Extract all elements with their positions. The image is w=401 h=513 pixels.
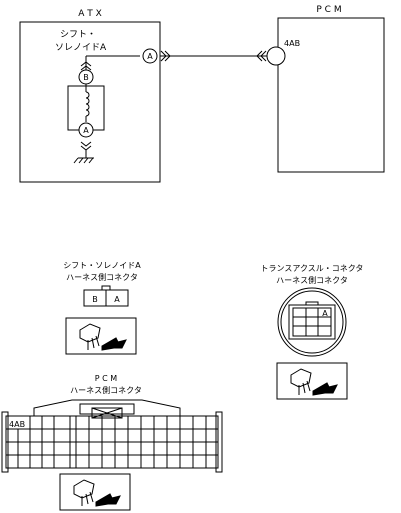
svg-text:A: A bbox=[83, 126, 89, 135]
svg-text:B: B bbox=[83, 73, 89, 82]
solenoid-symbol bbox=[67, 61, 105, 164]
pcm-connector-title-2: ハーネス側コネクタ bbox=[70, 385, 142, 395]
transaxle-connector-icon bbox=[276, 362, 348, 400]
solenoid-pin-a: A bbox=[114, 295, 120, 304]
solenoid-connector-title-2: ハーネス側コネクタ bbox=[66, 272, 138, 282]
solenoid-pin-b: B bbox=[92, 295, 98, 304]
transaxle-connector-title-2: ハーネス側コネクタ bbox=[276, 275, 348, 285]
solenoid-name-line1: シフト・ bbox=[60, 30, 96, 40]
pcm-terminal-circle bbox=[266, 46, 286, 66]
atx-label: A T X bbox=[78, 9, 102, 19]
transaxle-connector-title-1: トランスアクスル・コネクタ bbox=[261, 264, 364, 273]
solenoid-terminal-a: A bbox=[78, 122, 94, 138]
solenoid-connector-title-1: シフト・ソレノイドA bbox=[63, 261, 141, 270]
atx-connector-a-terminal: A bbox=[142, 48, 158, 64]
transaxle-connector-section: トランスアクスル・コネクタ ハーネス側コネクタ A bbox=[261, 264, 364, 400]
harness-wire bbox=[85, 50, 267, 70]
solenoid-connector-icon bbox=[65, 317, 137, 355]
atx-block: A T X シフト・ ソレノイドA bbox=[19, 9, 161, 183]
pcm-pin-4ab: 4AB bbox=[9, 420, 25, 429]
pcm-connector-icon bbox=[59, 473, 131, 511]
svg-text:A: A bbox=[147, 52, 153, 61]
pcm-label: P C M bbox=[316, 5, 341, 15]
solenoid-connector-section: シフト・ソレノイドA ハーネス側コネクタ B A bbox=[63, 261, 141, 355]
solenoid-terminal-b: B bbox=[78, 69, 94, 85]
pcm-connector-title-1: P C M bbox=[95, 374, 117, 383]
solenoid-name-line2: ソレノイドA bbox=[55, 43, 107, 53]
pcm-terminal-label: 4AB bbox=[284, 39, 300, 48]
pcm-connector-section: P C M ハーネス側コネクタ bbox=[1, 374, 223, 511]
transaxle-pin-a: A bbox=[322, 309, 328, 318]
pcm-block: P C M 4AB bbox=[266, 5, 385, 173]
